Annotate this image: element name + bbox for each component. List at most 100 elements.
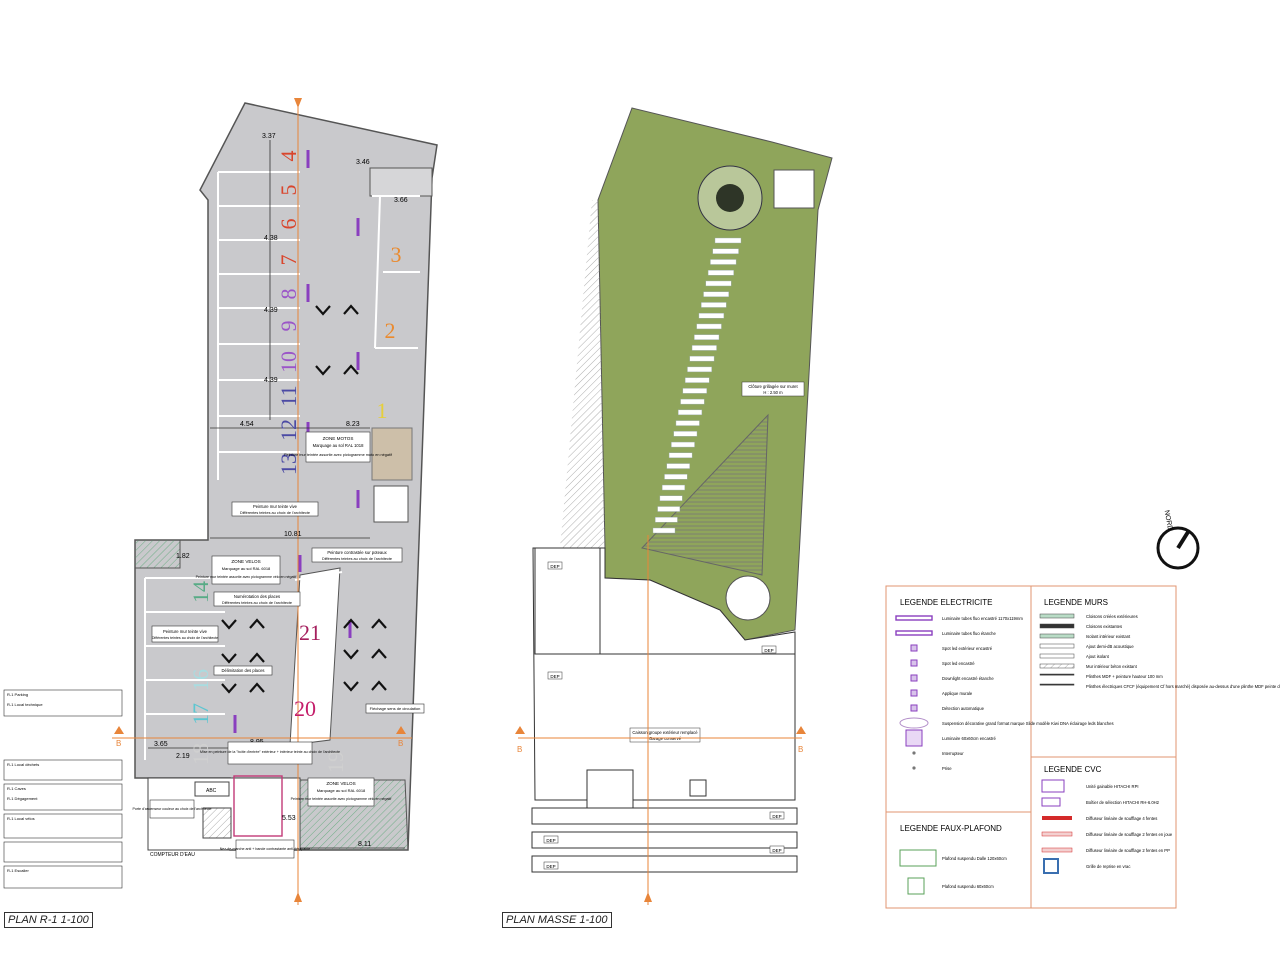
- stepping-stone: [691, 345, 717, 351]
- central-island: [289, 567, 341, 746]
- parking-number: 4: [276, 151, 301, 162]
- legend-symbol: [910, 689, 918, 697]
- legend-item: Isolant intérieur existant: [1086, 634, 1131, 639]
- annotation-zone-velos-2: ZONE VELOS Marquage au sol RAL 6018 Pein…: [291, 777, 391, 807]
- legend-symbol: [912, 751, 916, 755]
- legend-item: Détection automatique: [942, 706, 985, 711]
- axis-marker-left: [114, 726, 124, 734]
- stall-lines: [144, 171, 420, 760]
- label-zone-motos: ZONE MOTOS: [323, 436, 354, 441]
- stepping-stone: [687, 366, 712, 373]
- dep-label: DEP: [546, 864, 555, 869]
- legend-item: Plinthes MDF + peinture hauteur 100 mm: [1086, 674, 1163, 679]
- legend-item: Unité gainable HITACHI RPI: [1086, 784, 1139, 789]
- stepping-stones: [652, 237, 742, 534]
- room-schedule-label: R-1 Caves: [7, 786, 26, 791]
- stepping-stone: [655, 517, 678, 523]
- legend-symbol: [912, 766, 916, 770]
- label-compteur: COMPTEUR D'EAU: [150, 852, 195, 858]
- strip-2: [531, 831, 798, 849]
- label-peinture-poteaux: Peinture contrastée sur poteaux: [327, 550, 387, 555]
- room-schedule-label: R-1 Dégagement: [7, 796, 38, 801]
- legend-symbol: [1039, 683, 1075, 686]
- legend-item: Luminaire tubes fluo encastré 1170x119mm: [942, 616, 1023, 621]
- label-delimitation: Délimitation des places: [221, 668, 264, 673]
- legend-item: Diffuseur linéaire de soufflage 4 fentes: [1086, 816, 1157, 821]
- parking-number: 8: [276, 289, 301, 300]
- axis-marker-bottom: [294, 892, 302, 902]
- stepping-stone: [657, 506, 681, 512]
- label-caisson: Caisson groupe extérieur remplacé: [632, 730, 698, 735]
- technical-room: [373, 485, 409, 523]
- north-arrow: NORD: [1156, 510, 1200, 570]
- legend-item: Ajout isolant: [1086, 654, 1110, 659]
- parking-number: 9: [276, 321, 301, 332]
- caisson-box: [586, 769, 634, 811]
- annotation-porte: Porte d'ascenseur couleur au choix de l'…: [132, 799, 212, 819]
- label-peinture-mur-2-l2: Différentes teintes au choix de l'archit…: [152, 636, 218, 640]
- legend-electricite-title: LEGENDE ELECTRICITE: [900, 598, 992, 607]
- garage: [534, 547, 601, 655]
- label-mise-peinture: Mise en peinture de la "boîte d'entrée" …: [200, 750, 340, 754]
- axis-marker-right: [396, 726, 406, 734]
- axis-label-b-masse-right: B: [798, 745, 803, 754]
- dim-text: 1.82: [176, 553, 190, 560]
- legend-item: Grille de reprise en vrac: [1086, 864, 1130, 869]
- annotation-mise-peinture: Mise en peinture de la "boîte d'entrée" …: [200, 741, 340, 765]
- stepping-stone: [671, 441, 695, 448]
- strip-1: [531, 807, 798, 825]
- parking-number: 2: [385, 318, 396, 343]
- axis-label-b-left: B: [116, 739, 121, 748]
- legend-symbol: [899, 717, 929, 729]
- legend-symbol: [899, 849, 937, 867]
- legend-item: Spot led extérieur encastré: [942, 646, 993, 651]
- legend-item: Downlight encastré étanche: [942, 676, 994, 681]
- dim-text: 3.46: [356, 159, 370, 166]
- parking-number: 3: [391, 242, 402, 267]
- axis-marker-bottom-masse: [644, 892, 652, 902]
- dep-label: DEP: [550, 564, 559, 569]
- strip-3: [531, 855, 798, 873]
- annotation-caisson: Caisson groupe extérieur remplacé Garage…: [629, 727, 701, 743]
- axis-marker-right-masse: [796, 726, 806, 734]
- parking-number: 1: [377, 398, 388, 423]
- legend-symbol: [910, 659, 918, 667]
- stepping-stone: [659, 495, 683, 501]
- stepping-stone: [714, 237, 742, 244]
- dep-label: DEP: [772, 814, 781, 819]
- dim-text: 3.66: [394, 197, 408, 204]
- dim-text: 4.54: [240, 421, 254, 428]
- legend-symbol: [1039, 653, 1075, 659]
- legend-symbol: [910, 704, 918, 712]
- axis-label-b-masse-left: B: [517, 745, 522, 754]
- dep-label: DEP: [550, 674, 559, 679]
- legend-item: Boîtier de sélection HITACHI RH-6.0H2: [1086, 800, 1160, 805]
- dim-text: 3.37: [262, 133, 276, 140]
- legend-symbol: [895, 630, 933, 636]
- legend-item: Diffuseur linéaire de soufflage 2 fentes…: [1086, 832, 1173, 837]
- legend-symbol: [1039, 613, 1075, 619]
- axis-lines: [112, 98, 412, 905]
- bike-zone-hatched: [134, 539, 181, 569]
- legend-item: Spot led encastré: [942, 661, 975, 666]
- dep-label: DEP: [764, 648, 773, 653]
- parking-number: 20: [294, 696, 316, 721]
- label-peinture-poteaux-l2: Différentes teintes au choix de l'archit…: [322, 557, 392, 561]
- legend-item: Plinthes électriques CFCF (équipement Cf…: [1086, 684, 1280, 689]
- legend-electricite-items: Luminaire tubes fluo encastré 1170x119mm…: [895, 615, 1114, 771]
- label-peinture-motos: Peinture mur teintée assortie avec picto…: [284, 453, 393, 457]
- stepping-stone: [689, 355, 715, 362]
- legend-symbol: [1041, 779, 1065, 793]
- legend-symbol: [1039, 643, 1075, 649]
- room-schedule: [3, 689, 123, 889]
- stepping-stone: [668, 452, 693, 459]
- label-cloture: Clôture grillagée sur muret: [748, 384, 798, 389]
- annotation-delimitation: Délimitation des places: [213, 665, 273, 676]
- stepping-stone: [701, 302, 727, 308]
- legend-item: Plafond suspendu 60x60cm: [942, 884, 994, 889]
- axis-marker-left-masse: [515, 726, 525, 734]
- annotation-peinture-mur: Peinture mur teinte vive Différentes tei…: [231, 501, 319, 517]
- legend-symbol: [907, 877, 925, 895]
- legend-item: Interrupteur: [942, 751, 964, 756]
